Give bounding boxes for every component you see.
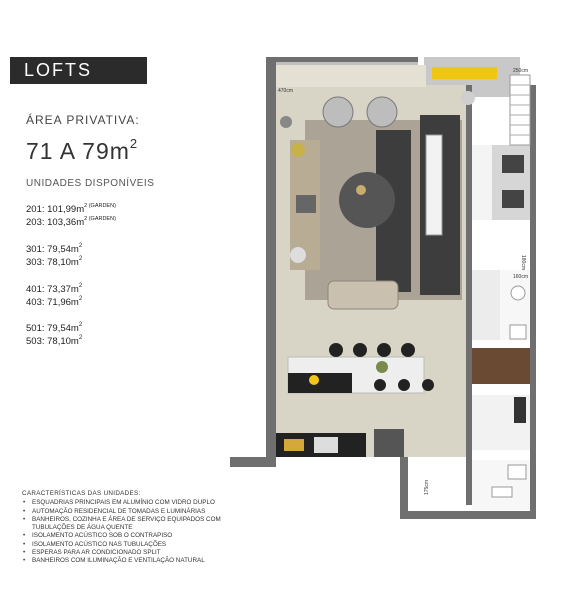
unit-sup: 2 <box>78 296 83 302</box>
unit-garden: 2 (GARDEN) <box>84 216 116 222</box>
balcony-floor <box>276 65 426 87</box>
pillow-top <box>502 155 524 173</box>
unit-number: 503 <box>26 336 42 347</box>
unit-area: 101,99m <box>47 204 85 215</box>
cooktop-accent <box>309 375 319 385</box>
unit-number: 403 <box>26 297 42 308</box>
unit-number: 203 <box>26 217 42 228</box>
unit-area: 103,36m <box>47 217 85 228</box>
feature-item: ESQUADRIAS PRINCIPAIS EM ALUMÍNIO COM VI… <box>23 499 221 508</box>
features-list: ESQUADRIAS PRINCIPAIS EM ALUMÍNIO COM VI… <box>22 499 221 566</box>
table-decor <box>356 185 366 195</box>
wall-center-vertical <box>466 85 472 505</box>
unit-area: 79,54m <box>47 323 79 334</box>
unit-number: 201 <box>26 204 42 215</box>
unit-sup: 2 <box>78 283 83 289</box>
dimension-label: 180cm <box>520 255 526 270</box>
unit-503: 503: 78,10m2 <box>26 335 83 347</box>
unit-501: 501: 79,54m2 <box>26 322 83 334</box>
wood-panel <box>472 348 530 384</box>
unit-number: 301 <box>26 244 42 255</box>
feature-item: BANHEIROS COM ILUMINAÇÃO E VENTILAÇÃO NA… <box>23 557 221 566</box>
shower-1 <box>472 270 500 340</box>
unit-sup: 2 <box>78 243 83 249</box>
unit-area: 78,10m <box>47 336 79 347</box>
feature-item-continuation: TUBULAÇÕES DE ÁGUA QUENTE <box>32 524 133 532</box>
unit-sup: 2 <box>78 256 83 262</box>
unit-sup: 2 <box>78 322 83 328</box>
unit-number: 303 <box>26 257 42 268</box>
unit-203: 203: 103,36m2 (GARDEN) <box>26 216 116 228</box>
area-range-sup: 2 <box>129 136 139 152</box>
bar-stools <box>329 343 434 391</box>
feature-item: ISOLAMENTO ACÚSTICO SOB O CONTRAPISO <box>23 532 221 541</box>
kitchen-sink <box>314 437 338 453</box>
unit-number: 501 <box>26 323 42 334</box>
units-title: UNIDADES DISPONÍVEIS <box>26 178 155 189</box>
unit-area: 73,37m <box>47 284 79 295</box>
armchair-left <box>322 96 354 128</box>
fridge <box>374 429 404 457</box>
pillow-bottom <box>502 190 524 208</box>
features-title: CARACTERÍSTICAS DAS UNIDADES: <box>22 490 141 497</box>
unit-201: 201: 101,99m2 (GARDEN) <box>26 203 116 215</box>
terrace-stairs <box>509 74 531 146</box>
feature-item: ESPERAS PARA AR CONDICIONADO SPLIT <box>23 549 221 558</box>
armchair-right <box>366 96 398 128</box>
feature-item: ISOLAMENTO ACÚSTICO NAS TUBULAÇÕES <box>23 541 221 550</box>
lofts-banner: LOFTS <box>10 57 147 84</box>
cooktop <box>288 373 352 393</box>
unit-303: 303: 78,10m2 <box>26 256 83 268</box>
unit-number: 401 <box>26 284 42 295</box>
unit-301: 301: 79,54m2 <box>26 243 83 255</box>
toilet-2 <box>507 464 527 480</box>
desk-chair <box>461 91 475 105</box>
wall-bottom-right <box>408 511 536 519</box>
sofa-cushion <box>296 195 316 213</box>
wall-bottom-left <box>230 457 276 467</box>
feature-item: BANHEIROS, COZINHA E ÁREA DE SERVIÇO EQU… <box>23 516 221 525</box>
unit-403: 403: 71,96m2 <box>26 296 83 308</box>
desk <box>432 67 497 79</box>
area-range-value: 71 A 79m <box>26 138 130 164</box>
feature-item: AUTOMAÇÃO RESIDENCIAL DE TOMADAS E LUMIN… <box>23 508 221 517</box>
wall-top <box>266 57 418 62</box>
washing-machine <box>514 397 526 423</box>
unit-401: 401: 73,37m2 <box>26 283 83 295</box>
sink-1 <box>510 285 526 301</box>
unit-area: 79,54m <box>47 244 79 255</box>
round-table <box>339 172 395 228</box>
dimension-label: 250cm <box>513 68 528 74</box>
side-table <box>280 116 292 128</box>
dimension-label: 160cm <box>513 274 528 280</box>
dimension-label: 175cm <box>424 480 430 495</box>
bench <box>327 280 399 310</box>
tv-unit <box>425 134 443 236</box>
unit-sup: 2 <box>78 335 83 341</box>
sink-2 <box>491 486 513 498</box>
plant <box>291 143 305 157</box>
window-top <box>276 62 418 65</box>
wall-left <box>266 57 276 457</box>
wall-right <box>530 85 536 515</box>
unit-area: 71,96m <box>47 297 79 308</box>
banner-title: LOFTS <box>24 60 93 80</box>
wall-lower-entry <box>400 457 408 519</box>
dog-ornament <box>290 247 306 263</box>
dimension-label: 470cm <box>278 88 293 94</box>
unit-area: 78,10m <box>47 257 79 268</box>
floor-plan: 470cm 250cm 160cm 180cm 175cm <box>230 57 536 519</box>
toilet-1 <box>509 324 527 340</box>
area-label: ÁREA PRIVATIVA: <box>26 113 140 127</box>
cutting-board <box>284 439 304 451</box>
area-range: 71 A 79m2 <box>26 136 139 165</box>
unit-garden: 2 (GARDEN) <box>84 203 116 209</box>
island-plant <box>376 361 388 373</box>
features-block: CARACTERÍSTICAS DAS UNIDADES: ESQUADRIAS… <box>22 490 221 566</box>
